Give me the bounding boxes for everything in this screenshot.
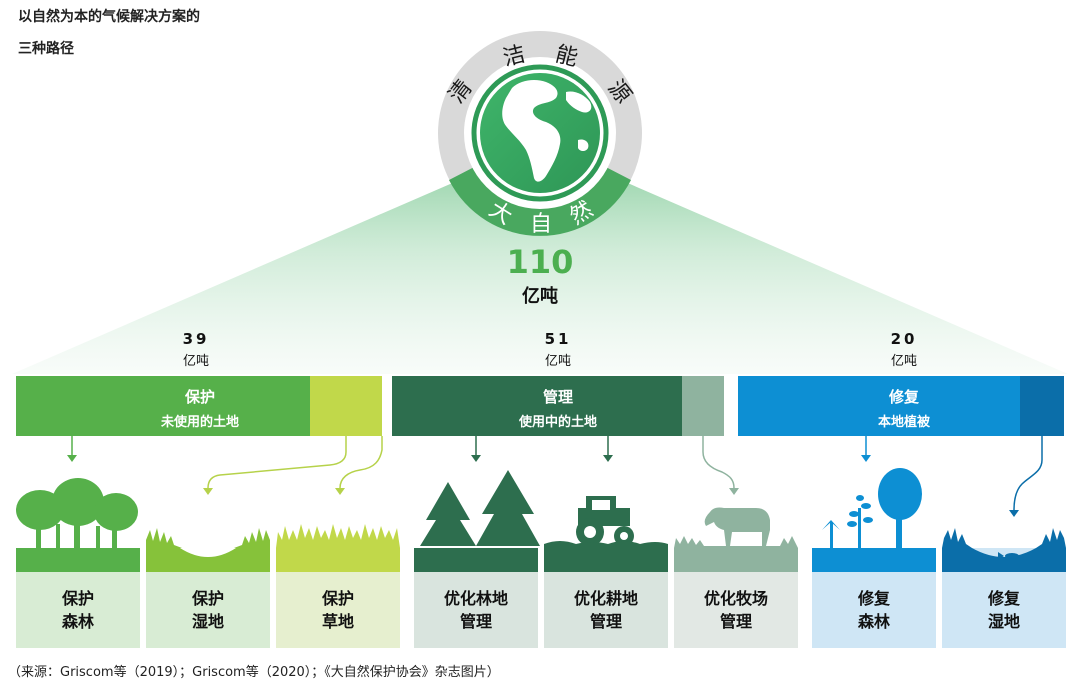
connector-arrows: [67, 436, 1043, 517]
panel-bg-manage-cropland: [544, 572, 668, 648]
wetland-illustration: [146, 528, 270, 557]
panel-line: 草地: [321, 612, 354, 631]
island-shape: [578, 139, 589, 151]
protect-unit: 亿吨: [182, 354, 209, 369]
bar-protect: [16, 376, 310, 436]
ground-strips: [16, 548, 1066, 572]
total-amount: 110 亿吨: [490, 244, 590, 308]
restore-wetland-illustration: [942, 528, 1066, 560]
panel-line: 优化牧场: [703, 589, 768, 608]
tractor-illustration: [544, 496, 668, 548]
bar-restore: [738, 376, 1020, 436]
panel-line: 优化林地: [443, 589, 508, 608]
panel-line: 管理: [459, 612, 492, 631]
protect-value: 39: [182, 330, 210, 348]
protect-heading: 保护: [184, 388, 215, 406]
title-line-2: 三种路径: [18, 41, 74, 57]
panel-line: 管理: [719, 612, 752, 631]
restore-bar-label: 修复 本地植被: [804, 386, 1004, 430]
ring-bottom-char-2: 自: [530, 212, 552, 237]
panel-restore-forest: 修复森林: [812, 587, 936, 633]
protect-subheading: 未使用的土地: [160, 415, 239, 430]
panel-restore-wetland: 修复湿地: [942, 587, 1066, 633]
restore-amount: 20 亿吨: [854, 330, 954, 369]
panel-line: 优化耕地: [573, 589, 638, 608]
globe-emblem: 清 洁 能 源 大 自 然: [438, 31, 642, 237]
bar-manage-light: [682, 376, 724, 436]
panel-line: 保护: [61, 589, 94, 608]
panel-protect-forest: 保护森林: [16, 587, 140, 633]
title-line-1: 以自然为本的气候解决方案的: [18, 9, 200, 25]
source-caption: （来源：Griscom等（2019）；Griscom等（2020）；《大自然保护…: [8, 665, 500, 680]
restore-value: 20: [890, 330, 918, 348]
panel-bg-protect-forest: [16, 572, 140, 648]
panel-bg-restore-wetland: [942, 572, 1066, 648]
bar-manage: [392, 376, 682, 436]
restore-forest-illustration: [822, 468, 922, 550]
panel-bg-manage-woodland: [414, 572, 538, 648]
panel-line: 管理: [589, 612, 622, 631]
panel-line: 修复: [857, 589, 890, 608]
manage-bar-label: 管理 使用中的土地: [458, 386, 658, 430]
panel-bg-manage-rangeland: [674, 572, 798, 648]
panel-protect-wetland: 保护湿地: [146, 587, 270, 633]
panel-line: 保护: [321, 589, 354, 608]
europe-shape: [566, 91, 592, 113]
panel-bg-restore-forest: [812, 572, 936, 648]
panel-manage-woodland: 优化林地管理: [414, 587, 538, 633]
total-value: 110: [506, 243, 574, 281]
restore-unit: 亿吨: [890, 354, 917, 369]
category-bars: [16, 376, 1064, 436]
panel-line: 保护: [191, 589, 224, 608]
emission-triangle: [12, 145, 1068, 374]
restore-subheading: 本地植被: [877, 415, 930, 430]
grassland-illustration: [276, 524, 400, 548]
panel-line: 森林: [61, 612, 94, 631]
panel-backgrounds: [16, 572, 1066, 648]
manage-subheading: 使用中的土地: [518, 415, 597, 430]
protect-amount: 39 亿吨: [146, 330, 246, 369]
manage-heading: 管理: [542, 388, 573, 406]
cow-illustration: [674, 507, 798, 548]
panel-line: 湿地: [191, 612, 224, 631]
manage-amount: 51 亿吨: [508, 330, 608, 369]
panel-line: 修复: [987, 589, 1020, 608]
manage-value: 51: [544, 330, 572, 348]
panel-bg-protect-wetland: [146, 572, 270, 648]
forest-illustration: [16, 478, 138, 550]
panel-protect-grassland: 保护草地: [276, 587, 400, 633]
bar-restore-dark: [1020, 376, 1064, 436]
pine-trees-illustration: [420, 470, 540, 546]
panel-line: 湿地: [987, 612, 1020, 631]
panel-manage-rangeland: 优化牧场管理: [674, 587, 798, 633]
panel-line: 森林: [857, 612, 890, 631]
total-unit: 亿吨: [522, 286, 558, 307]
bar-protect-light: [310, 376, 382, 436]
panel-manage-cropland: 优化耕地管理: [544, 587, 668, 633]
protect-bar-label: 保护 未使用的土地: [100, 386, 300, 430]
panel-bg-protect-grassland: [276, 572, 400, 648]
restore-heading: 修复: [888, 388, 919, 406]
manage-unit: 亿吨: [544, 354, 571, 369]
americas-shape: [502, 80, 561, 182]
